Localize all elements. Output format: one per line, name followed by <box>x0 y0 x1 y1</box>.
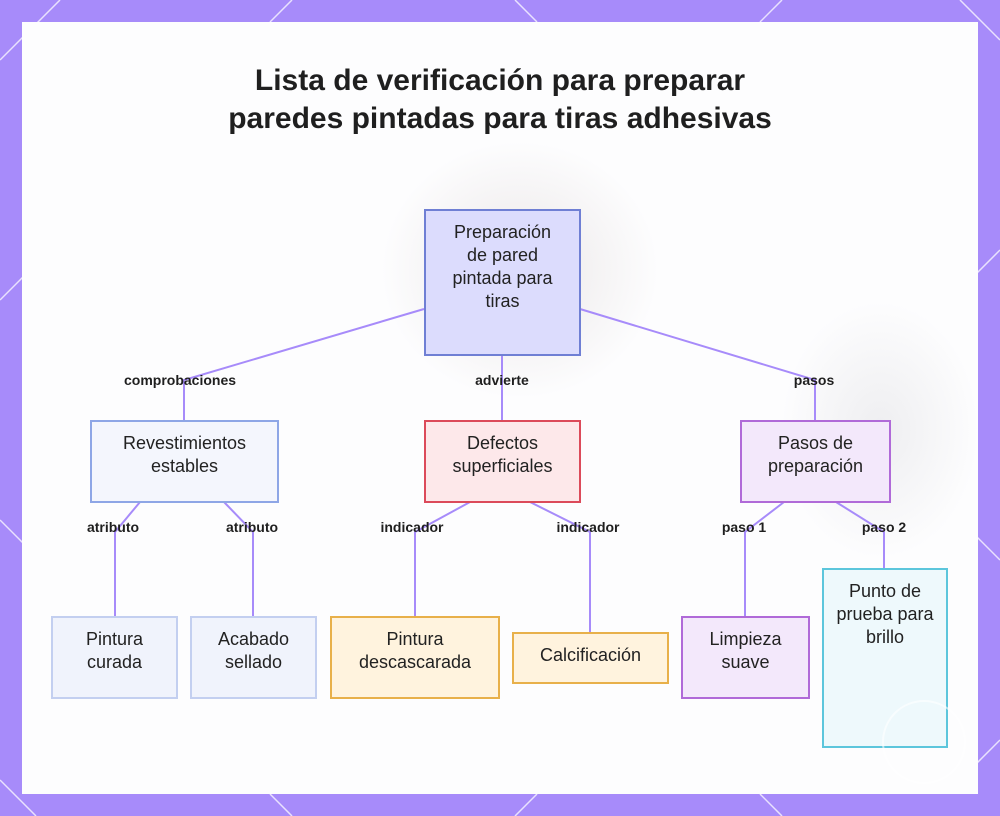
edge-label-steps: pasos <box>793 372 835 388</box>
node-surface-defects: Defectos superficiales <box>424 420 581 503</box>
edge-label-step-1: paso 1 <box>721 519 767 535</box>
diagram-title: Lista de verificación para preparar pare… <box>228 64 772 135</box>
edge-label-indicator-1: indicador <box>380 519 444 535</box>
node-gentle-cleaning: Limpieza suave <box>681 616 810 699</box>
edge-label-indicator-2: indicador <box>556 519 620 535</box>
node-gloss-test-spot-label: Punto de prueba para brillo <box>836 581 934 647</box>
node-surface-defects-label: Defectos superficiales <box>452 433 553 476</box>
edge-stable-sealed <box>223 501 254 616</box>
node-prep-steps: Pasos de preparación <box>740 420 891 503</box>
edge-root-stable <box>183 308 425 420</box>
edge-root-steps <box>579 308 816 420</box>
node-root-label: Preparación de pared pintada para tiras <box>452 222 553 311</box>
edge-label-warns: advierte <box>475 372 529 388</box>
edge-steps-gloss <box>835 501 885 568</box>
node-sealed-finish-label: Acabado sellado <box>217 629 290 672</box>
node-stable-coatings: Revestimientos estables <box>90 420 279 503</box>
edge-label-checks: comprobaciones <box>123 372 237 388</box>
node-peeling-paint: Pintura descascarada <box>330 616 500 699</box>
edge-stable-cured <box>114 501 141 616</box>
edge-steps-cleaning <box>744 501 785 616</box>
node-chalking: Calcificación <box>512 632 669 684</box>
node-root: Preparación de pared pintada para tiras <box>424 209 581 356</box>
edge-defects-chalking <box>529 501 591 632</box>
node-cured-paint-label: Pintura curada <box>85 629 144 672</box>
watermark-logo <box>882 700 966 784</box>
diagram-card <box>22 22 978 794</box>
node-chalking-label: Calcificación <box>539 645 642 665</box>
node-cured-paint: Pintura curada <box>51 616 178 699</box>
node-stable-coatings-label: Revestimientos estables <box>122 433 247 476</box>
edge-label-attribute-2: atributo <box>225 519 279 535</box>
node-prep-steps-label: Pasos de preparación <box>767 433 864 476</box>
edge-label-attribute-1: atributo <box>86 519 140 535</box>
node-sealed-finish: Acabado sellado <box>190 616 317 699</box>
node-peeling-paint-label: Pintura descascarada <box>358 629 472 672</box>
node-gentle-cleaning-label: Limpieza suave <box>709 629 782 672</box>
edge-defects-peeling <box>414 501 471 616</box>
edge-label-step-2: paso 2 <box>861 519 907 535</box>
